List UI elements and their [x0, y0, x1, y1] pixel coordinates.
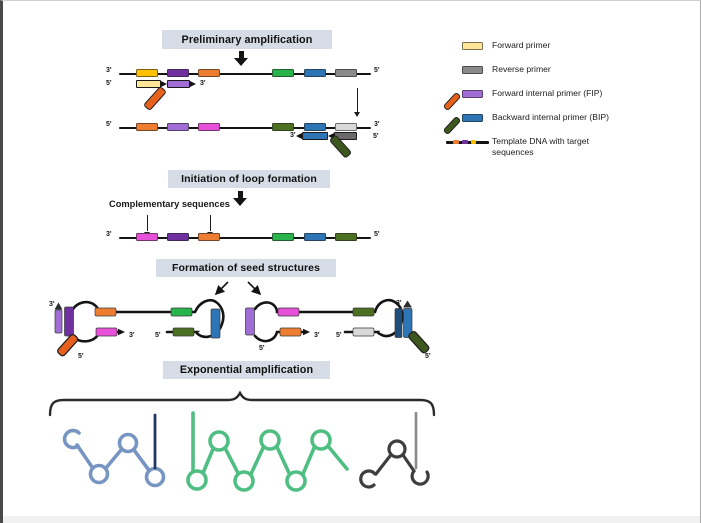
seed-stem-bar	[64, 306, 74, 337]
prime-label: 5'	[425, 353, 431, 360]
strand3-segment	[304, 233, 326, 241]
header-initiation-loop-formation: Initiation of loop formation	[168, 170, 330, 188]
strand1-segment	[335, 69, 357, 77]
curly-brace	[48, 390, 436, 417]
legend-label: Forward primer	[492, 39, 551, 50]
seed-segment	[95, 327, 118, 337]
prime-label: 3'	[396, 300, 402, 307]
lamp-product-green	[186, 411, 349, 492]
seed-segment	[94, 307, 117, 317]
legend-bip-tail-diagonal	[442, 115, 462, 136]
down-arrow-thick	[234, 51, 248, 66]
arrowhead	[118, 328, 125, 336]
legend-swatch-fip	[462, 90, 483, 98]
seed-stem-bar	[54, 309, 63, 334]
strand3-segment	[167, 233, 189, 241]
fip-primer-arrow	[167, 80, 190, 88]
strand2-segment	[272, 123, 294, 131]
complementary-sequences-label: Complementary sequences	[109, 199, 230, 209]
prime-label: 3'	[49, 301, 55, 308]
seed-segment	[277, 307, 300, 317]
fip-end-label: 3'	[200, 80, 206, 87]
seed-diagonal-primer	[57, 333, 79, 357]
prime-label: 3'	[129, 332, 135, 339]
header-exponential-amplification: Exponential amplification	[163, 361, 330, 379]
down-arrow-thick	[233, 191, 247, 206]
bip-end-label: 3'	[290, 132, 296, 139]
split-arrows	[214, 281, 262, 296]
legend-label: Template DNA with target sequences	[492, 136, 589, 158]
header-preliminary-amplification: Preliminary amplification	[162, 30, 332, 49]
arrowhead	[303, 328, 310, 336]
legend-label: Forward internal primer (FIP)	[492, 87, 603, 98]
legend-label: Backward internal primer (BIP)	[492, 111, 610, 122]
strand1-segment	[167, 69, 189, 77]
lamp-product-black	[359, 411, 430, 489]
strand3-backbone	[119, 236, 371, 239]
prime-label: 5'	[78, 353, 84, 360]
prime-label: 5'	[336, 332, 342, 339]
legend-swatch-forward-primer	[462, 42, 483, 50]
pointer-arrow	[144, 215, 151, 236]
legend-label: Reverse primer	[492, 63, 551, 74]
strand3-right-end-label: 5'	[374, 231, 380, 238]
bip-primer-arrow	[302, 132, 328, 140]
prime-label: 5'	[259, 345, 265, 352]
strand2-segment	[335, 123, 357, 131]
seed-right-bar	[403, 308, 413, 338]
strand2-backbone	[119, 126, 371, 129]
up-arrowhead	[403, 300, 412, 308]
seed-segment	[352, 307, 375, 317]
seed-right-bar	[210, 308, 221, 339]
reverse-primer-end-label: 5'	[373, 133, 379, 140]
fip-tail-diagonal	[142, 85, 168, 112]
seed-right-bar	[394, 308, 403, 338]
strand3-left-end-label: 3'	[106, 231, 112, 238]
strand1-segment	[304, 69, 326, 77]
prime-label: 3'	[314, 332, 320, 339]
strand2-segment	[136, 123, 158, 131]
seed-segment	[170, 307, 193, 317]
legend-fip-tail-diagonal	[442, 91, 462, 112]
forward-primer-end-label: 5'	[106, 80, 112, 87]
down-arrow-thin	[353, 88, 360, 117]
strand1-right-end-label: 5'	[374, 67, 380, 74]
seed-segment	[172, 327, 195, 337]
strand3-segment	[272, 233, 294, 241]
strand1-segment	[272, 69, 294, 77]
seed-diagonal-primer	[408, 330, 430, 354]
prime-label: 5'	[155, 332, 161, 339]
legend-template-tick	[453, 140, 459, 145]
strand3-segment	[335, 233, 357, 241]
strand2-right-end-label: 3'	[374, 121, 380, 128]
legend-swatch-reverse-primer	[462, 66, 483, 74]
strand2-segment	[304, 123, 326, 131]
legend-template-tick	[462, 140, 468, 145]
lamp-product-blue	[62, 413, 166, 488]
strand2-left-end-label: 5'	[106, 121, 112, 128]
strand1-left-end-label: 3'	[106, 67, 112, 74]
strand3-segment	[136, 233, 158, 241]
legend-swatch-bip	[462, 114, 483, 122]
forward-primer-arrow	[136, 80, 161, 88]
seed-segment	[279, 327, 302, 337]
seed-structure-left: 3' 3' 5' 5'	[49, 299, 225, 360]
legend-template-tick	[471, 140, 476, 145]
seed-structure-right: 3' 3' 5' 5' 5'	[245, 298, 431, 360]
strand1-segment	[198, 69, 220, 77]
strand3-segment	[198, 233, 220, 241]
header-formation-seed-structures: Formation of seed structures	[156, 259, 336, 277]
seed-segment	[352, 327, 375, 337]
seed-stem-bar	[245, 307, 255, 336]
pointer-arrow	[207, 215, 214, 236]
up-arrowhead	[54, 302, 63, 310]
bottom-strip	[3, 516, 700, 523]
strand2-segment	[198, 123, 220, 131]
strand1-segment	[136, 69, 158, 77]
strand1-backbone	[119, 72, 371, 75]
strand2-segment	[167, 123, 189, 131]
